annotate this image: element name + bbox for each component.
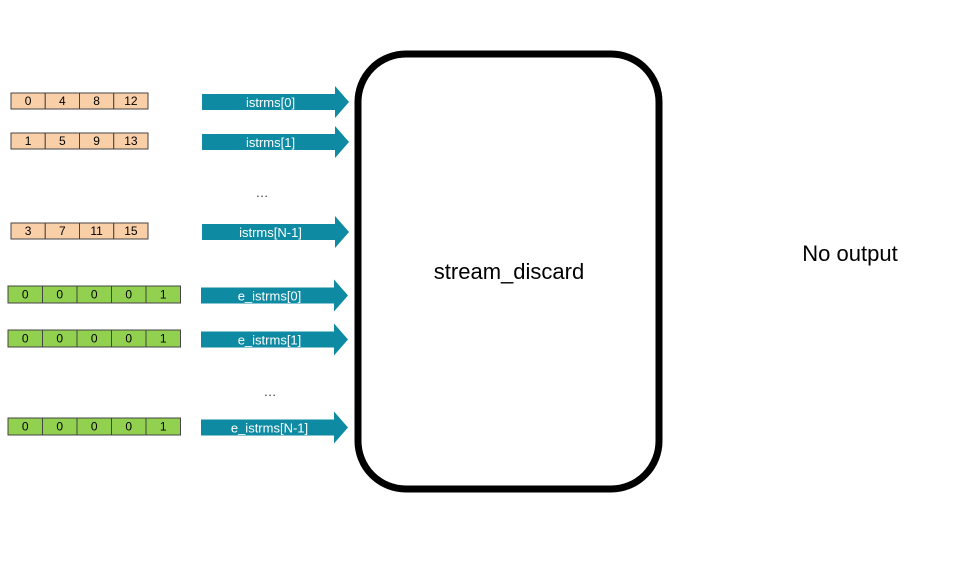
end-stream-arrow <box>201 323 348 356</box>
end-stream-cell-value: 0 <box>91 288 98 302</box>
end-stream-arrow <box>201 411 348 444</box>
data-stream-cell-value: 5 <box>59 134 66 148</box>
end-stream-cell <box>145 285 181 304</box>
data-streams-ellipsis: … <box>256 185 269 200</box>
end-stream-cell-value: 0 <box>125 332 132 346</box>
end-stream-cell-value: 0 <box>56 420 63 434</box>
data-stream-cell <box>113 92 149 110</box>
data-stream-cell-value: 15 <box>124 224 138 238</box>
end-stream-cell-value: 0 <box>56 288 63 302</box>
data-stream-cell <box>113 222 149 240</box>
data-stream-cell-value: 1 <box>25 134 32 148</box>
end-stream-cell <box>145 329 181 348</box>
output-label: No output <box>802 241 897 266</box>
end-stream-row: 0 0 0 0 1 e_istrms[0] <box>7 279 348 312</box>
data-stream-arrow <box>202 86 349 118</box>
end-stream-arrow-label: e_istrms[1] <box>238 333 302 348</box>
end-stream-cell-value: 0 <box>22 332 29 346</box>
data-stream-cell-value: 13 <box>124 134 138 148</box>
block-label: stream_discard <box>434 259 584 284</box>
data-stream-cell-value: 12 <box>124 94 138 108</box>
end-stream-cell-value: 1 <box>160 332 167 346</box>
data-stream-cell-value: 4 <box>59 94 66 108</box>
data-stream-arrow-label: istrms[N-1] <box>239 225 302 240</box>
data-stream-cell-value: 3 <box>25 224 32 238</box>
end-stream-row: 0 0 0 0 1 e_istrms[N-1] <box>7 411 348 444</box>
data-stream-cell-value: 8 <box>93 94 100 108</box>
data-stream-cell-value: 11 <box>90 224 103 238</box>
end-stream-cell-value: 1 <box>160 420 167 434</box>
end-stream-cell <box>145 417 181 436</box>
end-stream-cell-value: 0 <box>125 420 132 434</box>
data-stream-row: 1 5 9 13 istrms[1] <box>10 126 349 158</box>
data-stream-arrow <box>202 216 349 248</box>
data-stream-cell-value: 7 <box>59 224 66 238</box>
end-stream-cell-value: 0 <box>125 288 132 302</box>
data-stream-arrow-label: istrms[0] <box>246 95 295 110</box>
end-stream-row: 0 0 0 0 1 e_istrms[1] <box>7 323 348 356</box>
data-stream-row: 3 7 11 15 istrms[N-1] <box>10 216 349 248</box>
end-stream-arrow-label: e_istrms[N-1] <box>231 421 308 436</box>
end-stream-cell-value: 0 <box>91 420 98 434</box>
data-stream-cell-value: 9 <box>93 134 100 148</box>
data-stream-cell <box>113 132 149 150</box>
end-stream-arrow-label: e_istrms[0] <box>238 289 302 304</box>
end-stream-cell-value: 0 <box>91 332 98 346</box>
data-stream-cell-value: 0 <box>25 94 32 108</box>
stream-discard-block <box>354 50 663 493</box>
end-stream-arrow <box>201 279 348 312</box>
end-streams-ellipsis: … <box>264 384 277 399</box>
end-stream-rows: 0 0 0 0 1 e_istrms[0] 0 0 0 0 1 e_istrms[1] 0 0 0 0 1 e_i… <box>7 279 348 444</box>
data-stream-row: 0 4 8 12 istrms[0] <box>10 86 349 118</box>
data-stream-arrow-label: istrms[1] <box>246 135 295 150</box>
end-stream-cell-value: 0 <box>56 332 63 346</box>
end-stream-cell-value: 0 <box>22 288 29 302</box>
end-stream-cell-value: 0 <box>22 420 29 434</box>
data-stream-arrow <box>202 126 349 158</box>
end-stream-cell-value: 1 <box>160 288 167 302</box>
